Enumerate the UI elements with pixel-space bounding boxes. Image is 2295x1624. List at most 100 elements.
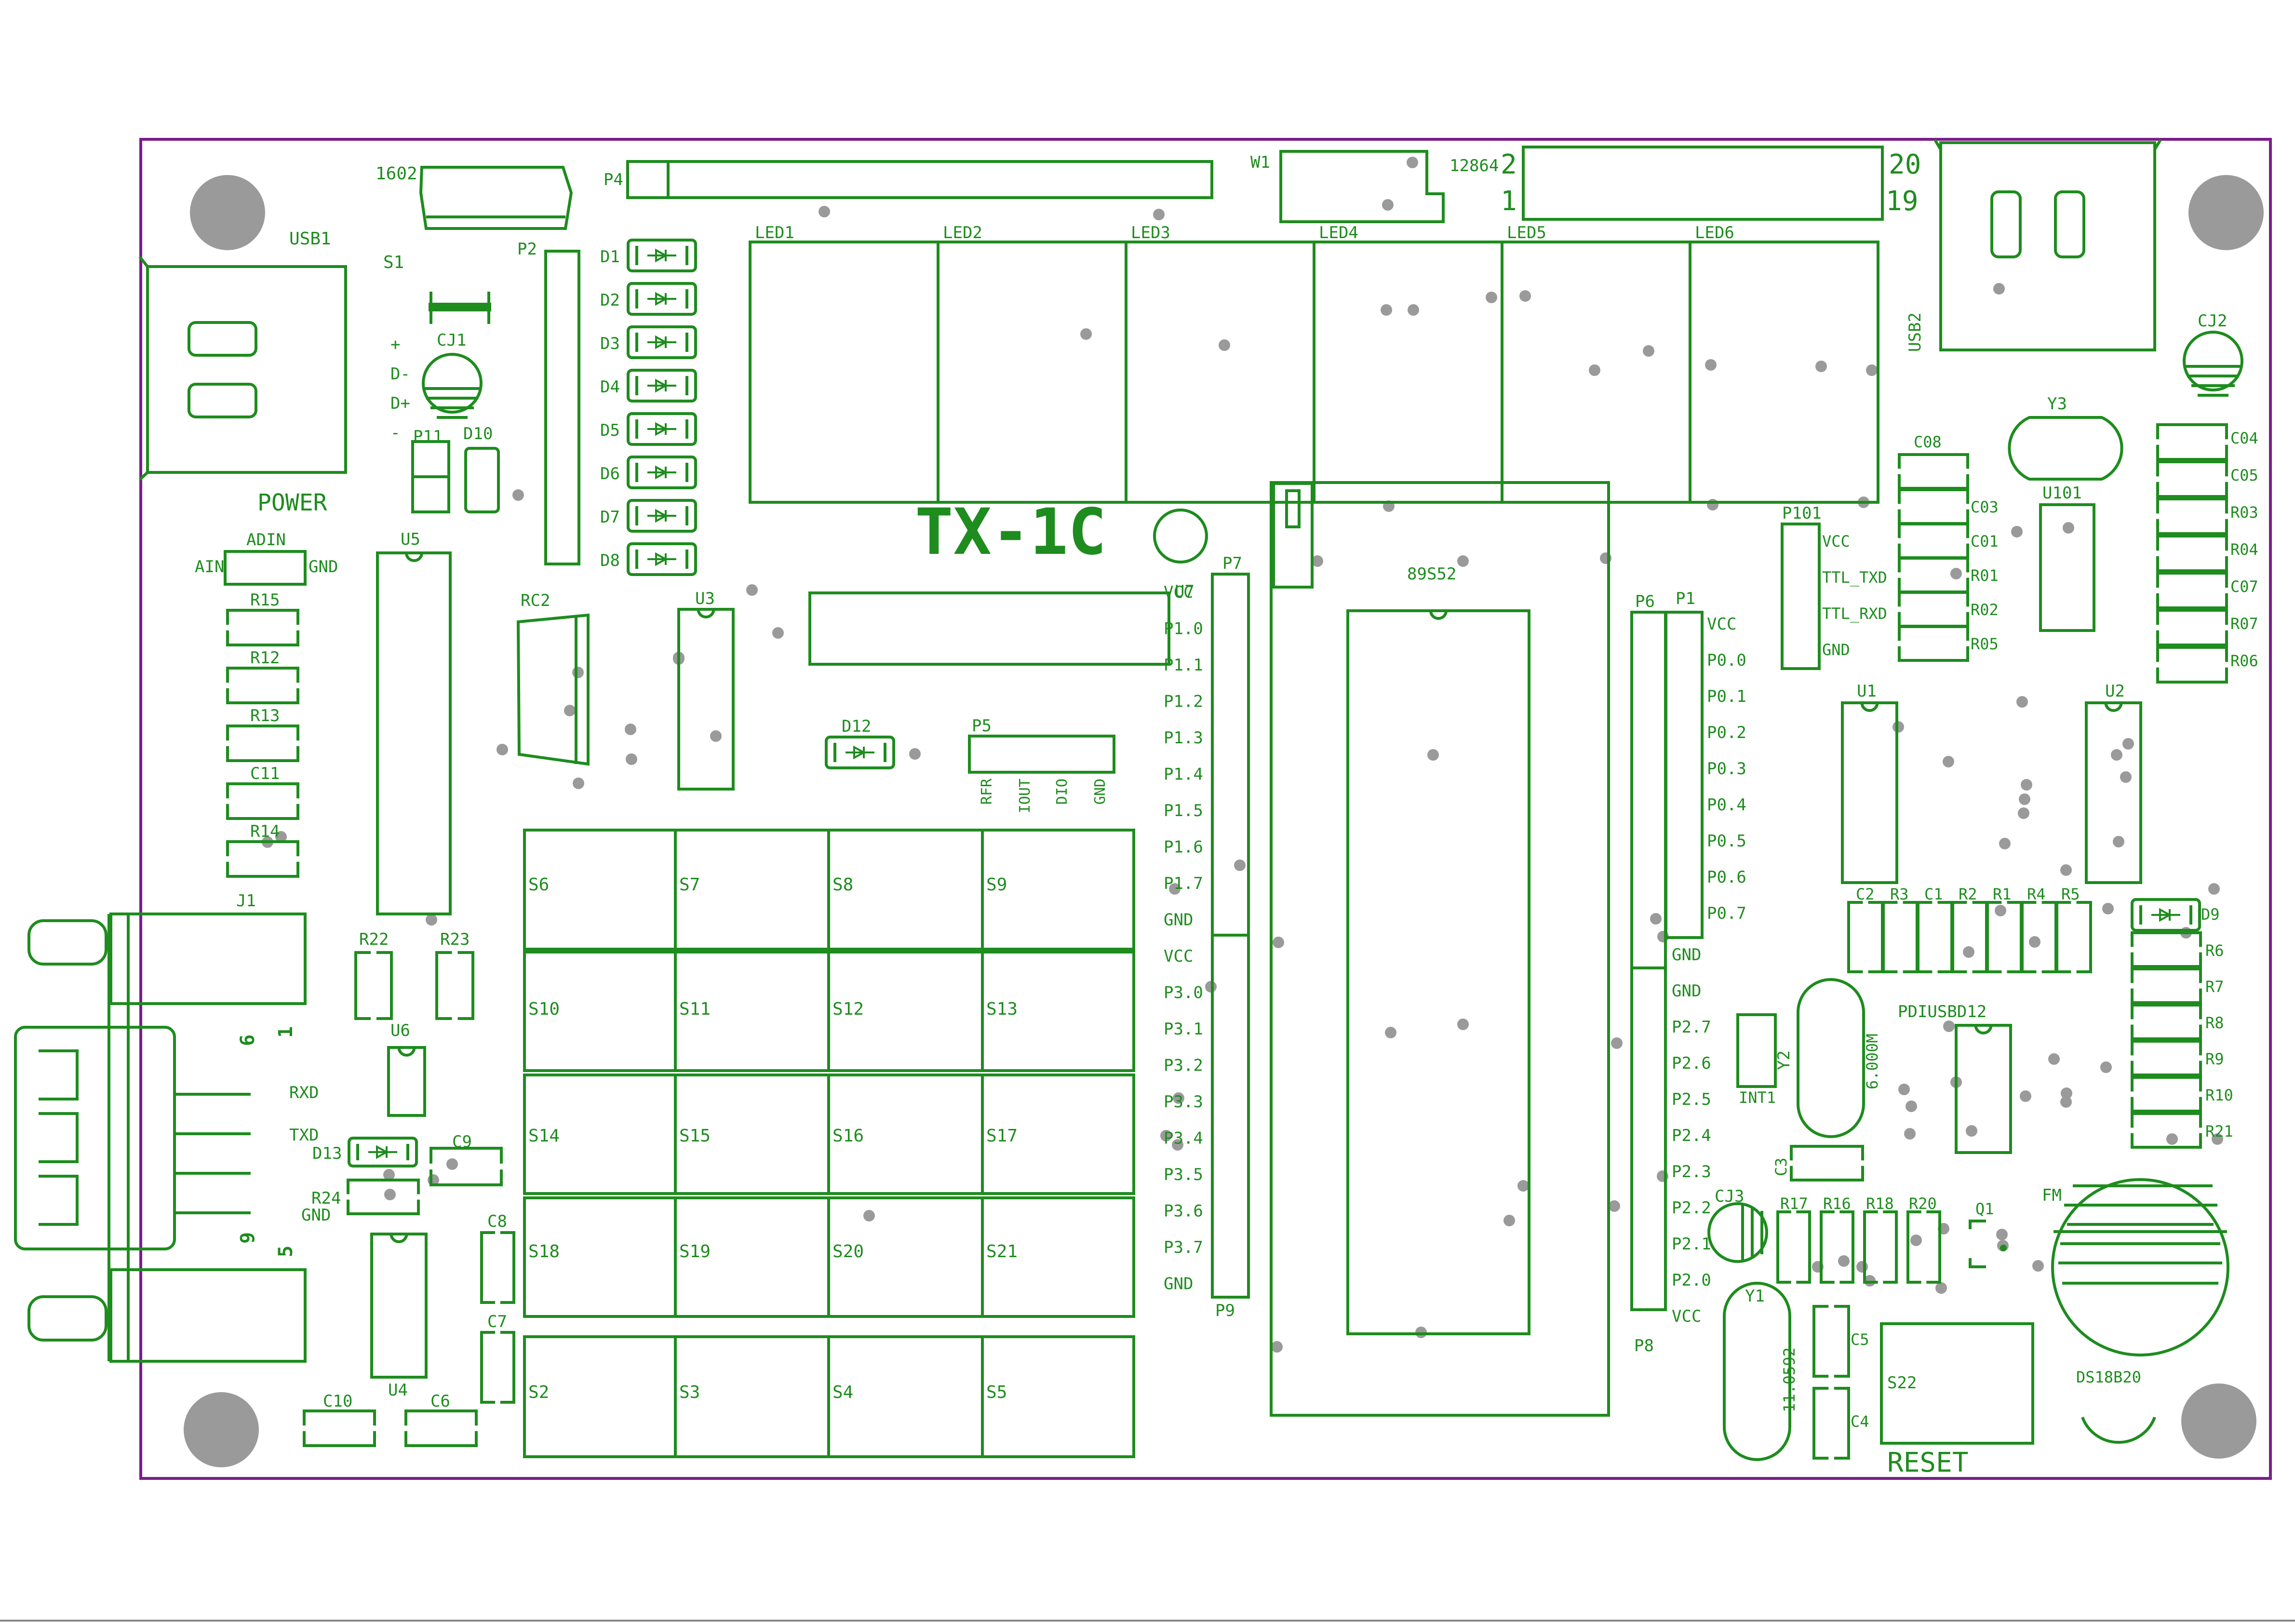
r06-footprint bbox=[2156, 646, 2228, 684]
via bbox=[1408, 304, 1419, 316]
lcd-pin-19-label: 19 bbox=[1886, 186, 1918, 217]
s13-key bbox=[981, 951, 1135, 1072]
r12-label: R12 bbox=[250, 648, 280, 668]
adin-gnd-label: GND bbox=[309, 557, 338, 577]
y1-freq-label: 11.0592 bbox=[1780, 1347, 1798, 1412]
j1-connector-lower bbox=[109, 1268, 307, 1363]
p101-pin-2-label: TTL_RXD bbox=[1822, 604, 1887, 623]
p8-pin-0-label: GND bbox=[1672, 945, 1701, 965]
via bbox=[1650, 913, 1662, 925]
usb1-label: USB1 bbox=[289, 229, 331, 249]
p1-label: P1 bbox=[1676, 589, 1695, 608]
via bbox=[1950, 568, 1962, 579]
via bbox=[746, 584, 758, 596]
c05-label: C05 bbox=[2230, 466, 2258, 484]
p1-pin-0-label: VCC bbox=[1707, 615, 1736, 634]
p8-pin-5-label: P2.4 bbox=[1672, 1126, 1711, 1145]
u101-label: U101 bbox=[2042, 483, 2082, 503]
via bbox=[1993, 283, 2005, 295]
int1-label: INT1 bbox=[1739, 1088, 1776, 1107]
p101-pin-0-label: VCC bbox=[1822, 532, 1850, 550]
s2-label: S2 bbox=[528, 1382, 549, 1402]
via bbox=[1172, 1139, 1183, 1151]
s8-label: S8 bbox=[832, 875, 853, 895]
via bbox=[2102, 903, 2114, 914]
r15-label: R15 bbox=[250, 591, 280, 610]
r07-label: R07 bbox=[2230, 615, 2258, 633]
ain-label: AIN bbox=[195, 557, 224, 577]
board-title: TX-1C bbox=[915, 495, 1106, 569]
s10-label: S10 bbox=[528, 999, 560, 1019]
via bbox=[573, 778, 584, 789]
d13-label: D13 bbox=[312, 1144, 342, 1163]
p101-pin-3-label: GND bbox=[1822, 641, 1850, 659]
d10-led bbox=[464, 447, 500, 513]
p7-label: P7 bbox=[1222, 554, 1242, 573]
via bbox=[1173, 1092, 1184, 1104]
u2-chip bbox=[2085, 701, 2142, 884]
p7-pin-6-label: P1.5 bbox=[1164, 801, 1203, 820]
u101-chip bbox=[2039, 503, 2095, 632]
r17-label: R17 bbox=[1780, 1195, 1808, 1213]
u4-chip bbox=[370, 1233, 428, 1379]
via bbox=[1385, 1027, 1396, 1038]
via bbox=[1234, 859, 1246, 871]
u7-chip bbox=[808, 591, 1170, 666]
r02-label: R02 bbox=[1971, 601, 1999, 619]
lcd1602-connector bbox=[419, 166, 573, 230]
led3-label: LED3 bbox=[1131, 223, 1170, 242]
s17-key bbox=[981, 1074, 1135, 1195]
c6-label: C6 bbox=[430, 1392, 450, 1411]
via bbox=[2063, 522, 2074, 534]
d8-label: D8 bbox=[600, 551, 620, 570]
r16-footprint bbox=[1820, 1210, 1854, 1284]
db9-pin9-label: 9 bbox=[237, 1232, 259, 1244]
mounting-holes bbox=[184, 175, 2264, 1467]
r4-label: R4 bbox=[2027, 885, 2046, 903]
c05-footprint bbox=[2156, 460, 2228, 498]
via bbox=[1963, 946, 1974, 958]
c07-footprint bbox=[2156, 572, 2228, 609]
p1-pin-6-label: P0.5 bbox=[1707, 832, 1746, 851]
c2-label: C2 bbox=[1856, 885, 1875, 903]
via bbox=[1219, 339, 1230, 351]
p5-pin-3-label: GND bbox=[1092, 778, 1109, 805]
usb-pin-2-label: D+ bbox=[390, 394, 410, 413]
y2-crystal bbox=[1797, 978, 1865, 1138]
p101-header bbox=[1781, 523, 1821, 670]
s19-label: S19 bbox=[679, 1242, 711, 1262]
r6-label: R6 bbox=[2205, 941, 2224, 960]
p7-pin-5-label: P1.4 bbox=[1164, 765, 1203, 784]
s1-label: S1 bbox=[383, 253, 404, 272]
title-hole-mark bbox=[1153, 509, 1208, 564]
r3-label: R3 bbox=[1890, 885, 1909, 903]
led4-label: LED4 bbox=[1319, 223, 1358, 242]
d9-diode bbox=[2131, 898, 2201, 932]
mcu-socket-outline bbox=[1270, 481, 1610, 1417]
usb-pin-0-label: + bbox=[390, 335, 400, 354]
p8-pin-1-label: GND bbox=[1672, 981, 1701, 1001]
via bbox=[1589, 364, 1600, 376]
c10-footprint bbox=[303, 1409, 376, 1447]
via bbox=[1517, 1180, 1529, 1192]
j1-connector bbox=[109, 913, 307, 1005]
s14-label: S14 bbox=[528, 1126, 560, 1146]
d6-diode bbox=[627, 456, 697, 489]
rc2-regulator bbox=[516, 613, 590, 766]
r18-label: R18 bbox=[1866, 1195, 1894, 1213]
s22-reset-button bbox=[1880, 1322, 2034, 1445]
d7-label: D7 bbox=[600, 508, 620, 527]
lcd1602-label: 1602 bbox=[376, 164, 417, 184]
db9-pin5-label: 5 bbox=[275, 1246, 297, 1257]
r9-footprint bbox=[2131, 1040, 2202, 1076]
via bbox=[2111, 749, 2122, 761]
p7-pin-17-label: P3.6 bbox=[1164, 1202, 1203, 1221]
s13-label: S13 bbox=[986, 999, 1018, 1019]
via bbox=[275, 831, 287, 843]
mounting-hole bbox=[2181, 1383, 2256, 1459]
mounting-hole bbox=[190, 175, 265, 250]
r23-footprint bbox=[435, 951, 474, 1020]
led1-label: LED1 bbox=[755, 223, 794, 242]
d12-label: D12 bbox=[842, 717, 871, 736]
p7-pin-18-label: P3.7 bbox=[1164, 1238, 1203, 1257]
